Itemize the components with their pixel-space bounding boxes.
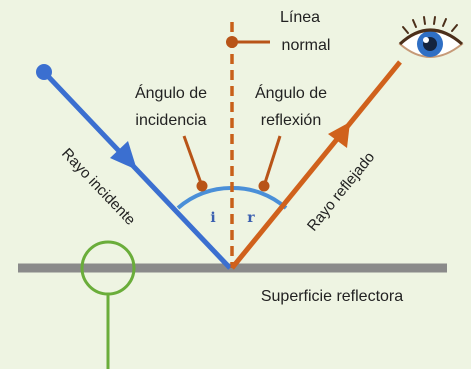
reflection-angle-label-line1: Ángulo de xyxy=(255,83,327,102)
reflected-ray xyxy=(230,60,402,270)
incident-arrowhead-icon xyxy=(110,141,137,170)
incidence-pointer-line xyxy=(182,135,204,187)
incidence-angle-arc xyxy=(176,185,233,210)
normal-line-label-line1: Línea xyxy=(280,9,320,26)
reflection-pointer-dot xyxy=(258,180,270,192)
reflected-arrowhead-icon xyxy=(328,122,350,148)
surface-label: Superficie reflectora xyxy=(261,288,403,305)
reflection-pointer-line xyxy=(262,135,282,187)
eye-icon xyxy=(398,16,464,58)
normal-line-label-line2: normal xyxy=(282,37,331,54)
incidence-pointer-dot xyxy=(196,180,208,192)
incidence-angle-label-line1: Ángulo de xyxy=(135,83,207,102)
source-dot-icon xyxy=(36,64,52,80)
incidence-angle-label-line2: incidencia xyxy=(135,112,206,129)
reflected-ray-label: Rayo reflejado xyxy=(304,149,378,235)
angle-i-label: i xyxy=(210,210,215,226)
reflection-angle-label-line2: reflexión xyxy=(261,112,321,129)
reflection-angle-arc xyxy=(231,185,288,210)
angle-r-label: r xyxy=(247,210,255,226)
